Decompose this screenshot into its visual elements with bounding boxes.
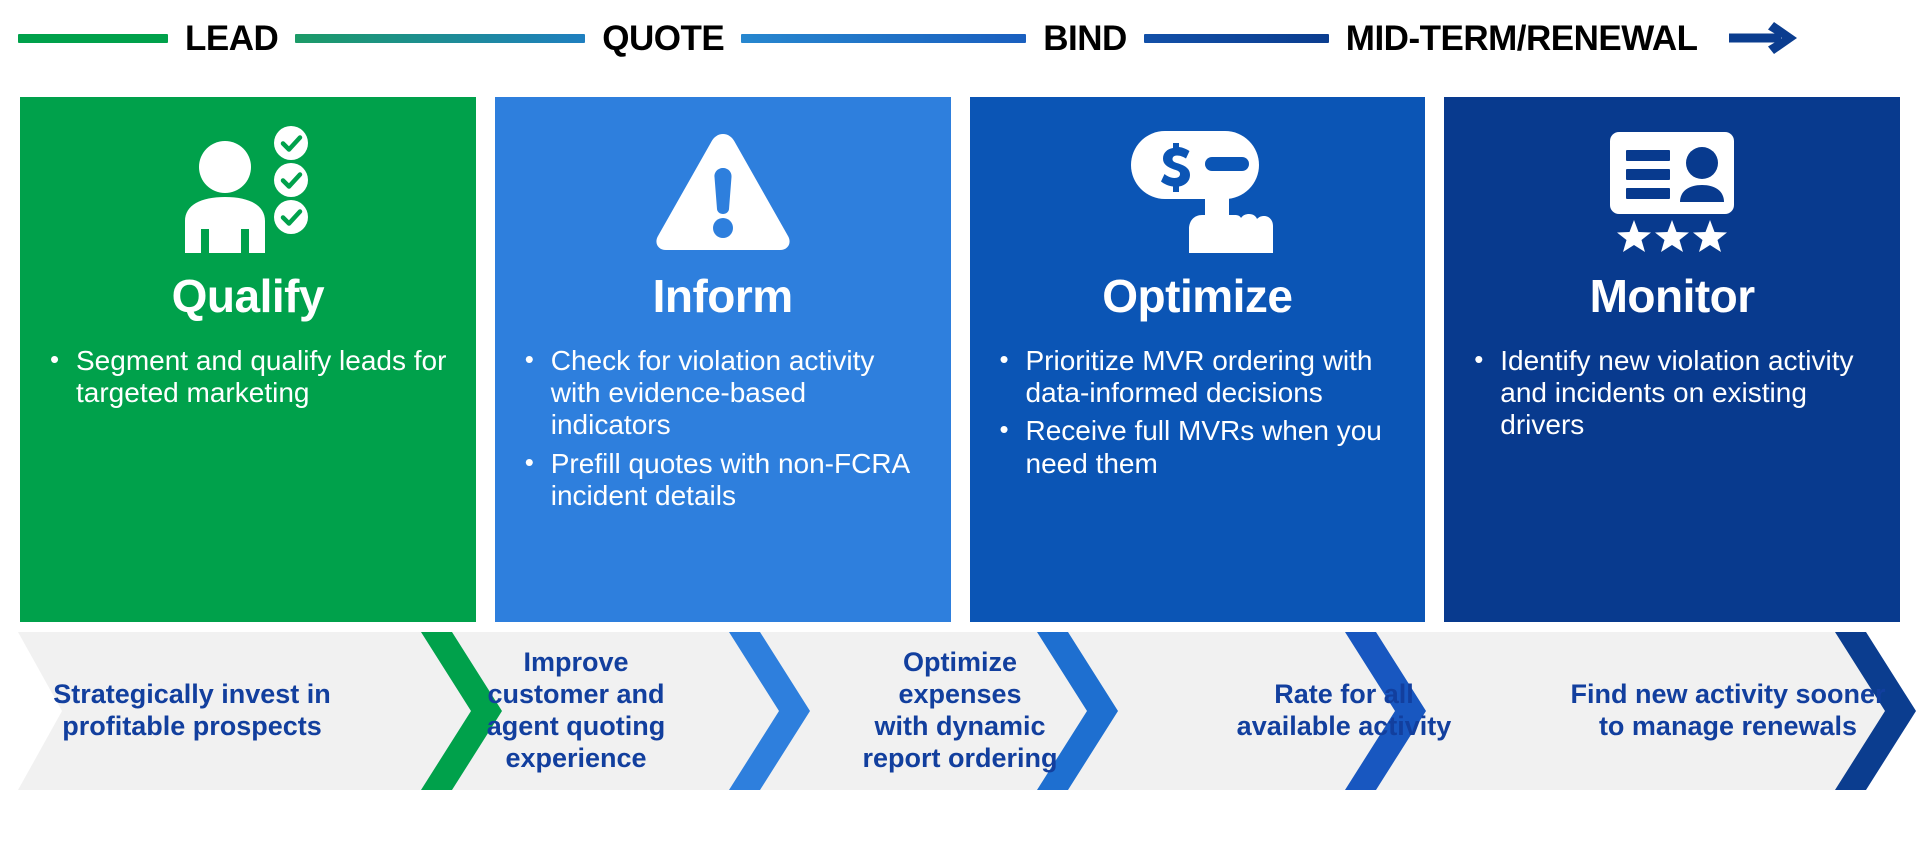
outcome-line: profitable prospects: [62, 711, 322, 741]
outcome-line: Improve: [523, 647, 629, 678]
outcome-line: experience: [505, 742, 647, 773]
outcomes-chevron-banner: Strategically invest in profitable prosp…: [0, 632, 1920, 790]
arrow-right-icon: [1728, 19, 1801, 57]
outcome-line: Strategically invest in: [53, 679, 331, 710]
card-title-optimize: Optimize: [1102, 270, 1293, 322]
bullet-item: Prefill quotes with non-FCRA incident de…: [525, 447, 929, 512]
outcome-line: Optimize: [902, 647, 1017, 678]
card-bullets-optimize: Prioritize MVR ordering with data-inform…: [970, 344, 1426, 480]
outcome-line: report ordering: [862, 742, 1058, 773]
card-title-qualify: Qualify: [171, 270, 325, 322]
rail-segment-dark-blue: [1143, 33, 1329, 43]
card-inform[interactable]: Inform Check for violation activity with…: [494, 97, 951, 622]
chevron-divider-blue-2: [1037, 632, 1118, 790]
card-bullets-qualify: Segment and qualify leads for targeted m…: [20, 344, 476, 409]
bullet-item: Segment and qualify leads for targeted m…: [50, 344, 454, 409]
outcome-line: Find new activity sooner: [1570, 679, 1886, 710]
card-qualify[interactable]: Qualify Segment and qualify leads for ta…: [20, 97, 476, 622]
card-bullets-inform: Check for violation activity with eviden…: [495, 344, 951, 512]
chevron-divider-green: [421, 632, 502, 790]
id-card-stars-icon: [1444, 115, 1900, 265]
outcomes-text-layer: Strategically invest in profitable prosp…: [0, 632, 1920, 790]
bullet-item: Prioritize MVR ordering with data-inform…: [1000, 344, 1404, 409]
outcome-cell-4: Rate for all available activity: [1152, 632, 1536, 790]
bullet-item: Check for violation activity with eviden…: [525, 344, 929, 442]
card-title-inform: Inform: [652, 270, 794, 322]
card-title-monitor: Monitor: [1589, 270, 1756, 322]
card-monitor[interactable]: Monitor Identify new violation activity …: [1444, 97, 1900, 622]
outcome-line: customer and: [487, 679, 665, 710]
outcome-line: with dynamic: [874, 711, 1046, 741]
person-with-checkmarks-icon: [20, 115, 476, 265]
stage-label-quote: QUOTE: [602, 18, 725, 58]
outcome-line: Rate for all: [1274, 679, 1414, 710]
rail-segment-teal-blue: [295, 33, 586, 43]
rail-segment-blue: [741, 33, 1027, 43]
stage-cards-row: Qualify Segment and qualify leads for ta…: [20, 97, 1900, 622]
stage-label-bind: BIND: [1043, 18, 1127, 58]
stage-label-mid-term-renewal: MID-TERM/RENEWAL: [1345, 18, 1698, 58]
chevron-divider-end: [1835, 632, 1916, 790]
chevron-divider-blue-1: [729, 632, 810, 790]
chevron-divider-blue-3: [1345, 632, 1426, 790]
outcome-line: available activity: [1236, 711, 1452, 741]
outcome-cell-5: Find new activity sooner to manage renew…: [1536, 632, 1920, 790]
outcome-cell-1: Strategically invest in profitable prosp…: [0, 632, 384, 790]
card-bullets-monitor: Identify new violation activity and inci…: [1444, 344, 1900, 442]
bullet-item: Identify new violation activity and inci…: [1474, 344, 1878, 442]
card-optimize[interactable]: Optimize Prioritize MVR ordering with da…: [969, 97, 1426, 622]
outcome-cell-3: Optimize expenses with dynamic report or…: [768, 632, 1152, 790]
bullet-item: Receive full MVRs when you need them: [1000, 414, 1404, 479]
outcome-line: agent quoting: [486, 711, 666, 741]
stage-rail: LEAD QUOTE BIND MID-TERM/RENEWAL: [0, 0, 1920, 76]
outcome-line: to manage renewals: [1598, 711, 1858, 741]
outcome-cell-2: Improve customer and agent quoting exper…: [384, 632, 768, 790]
warning-triangle-icon: [495, 115, 951, 265]
stage-label-lead: LEAD: [185, 18, 279, 58]
price-tag-hand-click-icon: [970, 115, 1426, 265]
outcome-line: expenses: [898, 679, 1022, 710]
rail-segment-green: [18, 33, 168, 43]
